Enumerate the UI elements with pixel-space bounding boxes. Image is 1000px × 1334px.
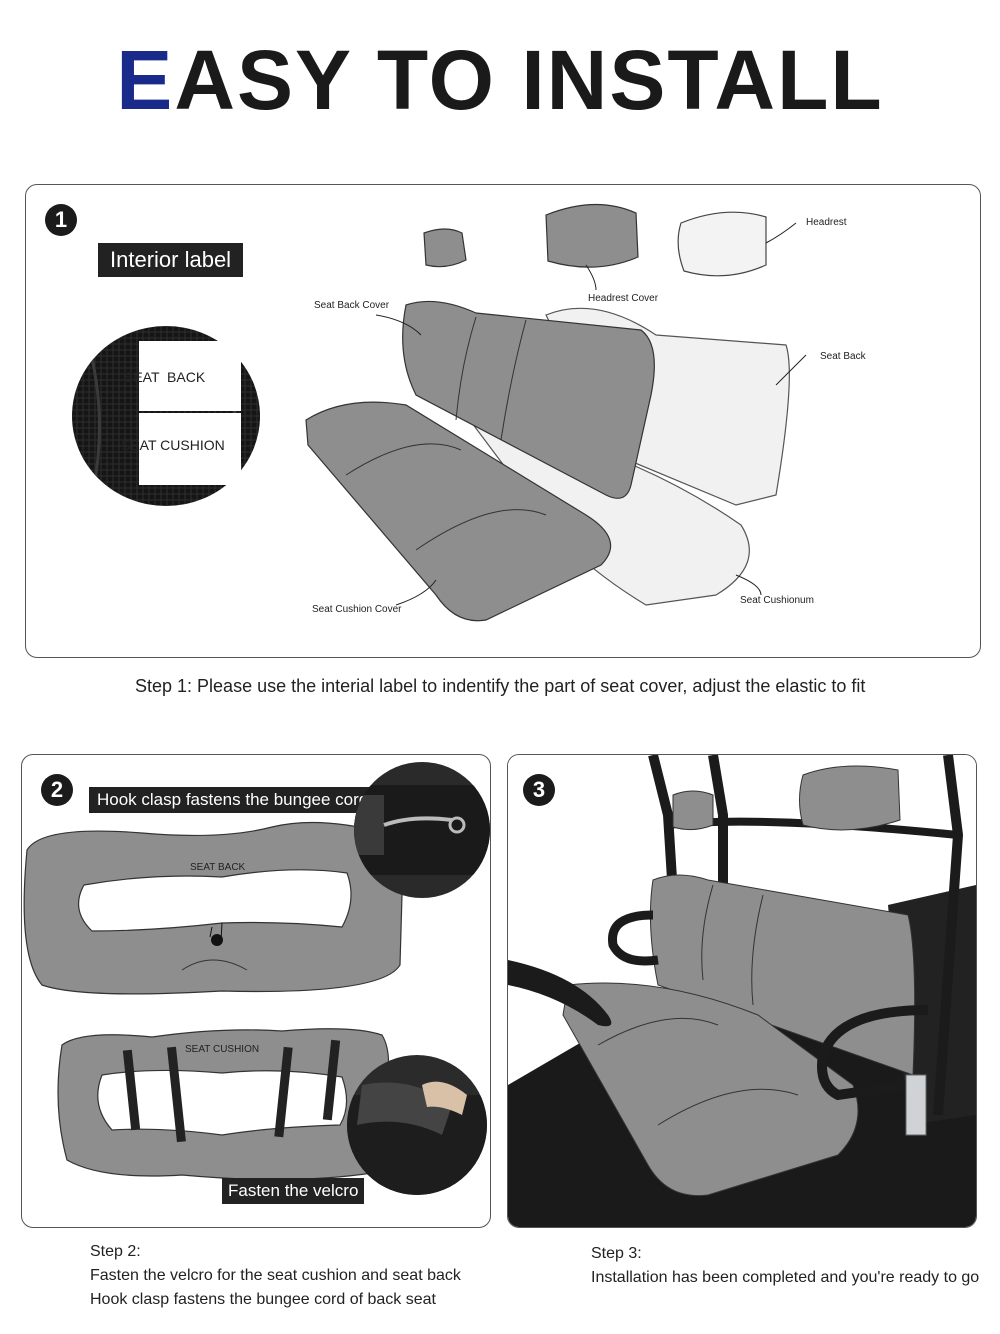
interior-label-tag: Interior label: [98, 243, 244, 277]
velcro-tag: Fasten the velcro: [222, 1178, 365, 1204]
page-title: EASY TO INSTALL: [0, 38, 1000, 122]
step3-panel: 3: [507, 754, 977, 1228]
step1-caption: Step 1: Please use the interial label to…: [135, 676, 866, 696]
step1-number-badge: 1: [45, 204, 77, 236]
step3-caption-line1: Installation has been completed and you'…: [591, 1269, 980, 1286]
label-seat-cushion: Seat Cushionum: [740, 595, 814, 606]
seat-cushion-cover-text: SEAT CUSHION: [185, 1044, 260, 1055]
step1-panel: 1 Interior label SEAT BACK SEAT CUSHION: [25, 184, 981, 658]
seat-back-label-text: SEAT BACK: [124, 369, 206, 385]
installed-seat-illustration: [508, 755, 976, 1227]
step2-illustration: [23, 762, 490, 1195]
seat-cushion-label-text: SEAT CUSHION: [121, 437, 225, 453]
seat-exploded-diagram: [305, 203, 807, 622]
step2-caption-title: Step 2:: [90, 1243, 141, 1260]
step3-number-badge: 3: [523, 774, 555, 806]
label-seat-back: Seat Back: [820, 351, 866, 362]
step3-caption-title: Step 3:: [591, 1245, 642, 1262]
label-seat-back-cover: Seat Back Cover: [314, 300, 390, 311]
label-headrest-cover: Headrest Cover: [588, 293, 659, 304]
title-first-letter: E: [116, 33, 175, 127]
title-rest: ASY TO INSTALL: [174, 33, 884, 127]
step2-caption-line1: Fasten the velcro for the seat cushion a…: [90, 1267, 461, 1284]
step2-caption-line2: Hook clasp fastens the bungee cord of ba…: [90, 1291, 436, 1308]
label-headrest: Headrest: [806, 217, 847, 228]
label-seat-cushion-cover: Seat Cushion Cover: [312, 604, 402, 615]
headrest-cover-small: [423, 228, 467, 268]
seat-back-cover-text: SEAT BACK: [190, 862, 246, 873]
interior-label-magnifier: [72, 326, 260, 506]
hook-clasp-tag: Hook clasp fastens the bungee cord: [89, 787, 377, 813]
step2-panel: 2 Hook clasp fastens the bungee cord: [21, 754, 491, 1228]
step2-number-badge: 2: [41, 774, 73, 806]
